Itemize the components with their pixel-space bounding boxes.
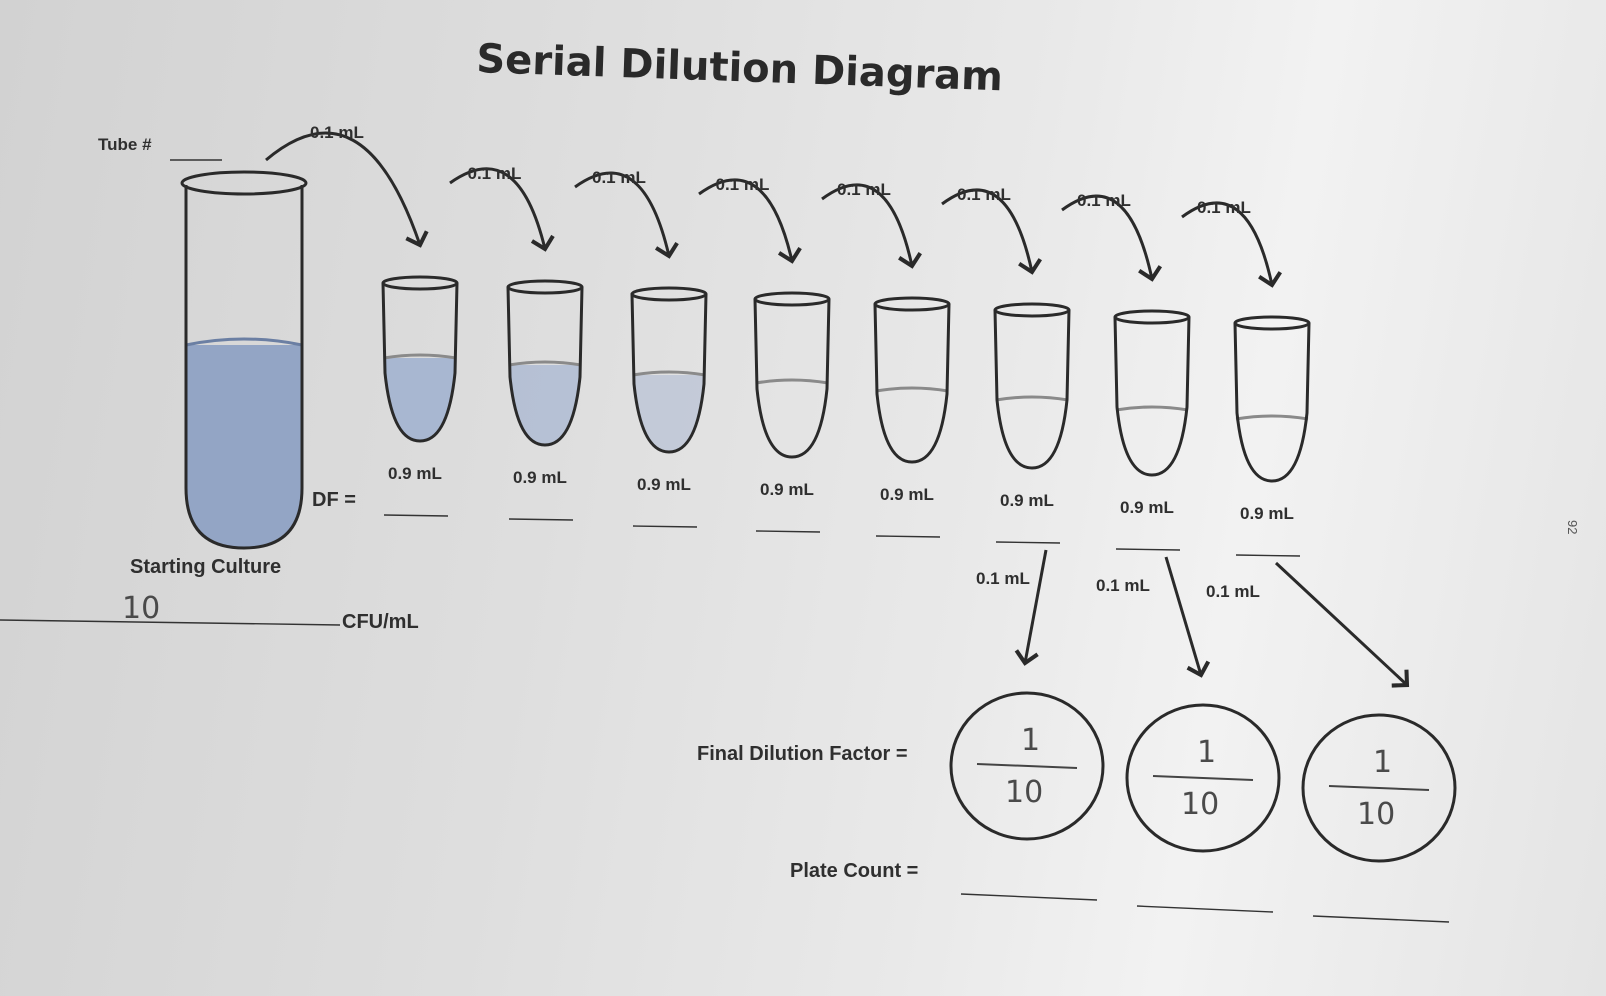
df-blank: [755, 530, 821, 533]
plating-volume-label: 0.1 mL: [1096, 576, 1150, 595]
starting-culture-tube: [180, 170, 308, 550]
transfer-volume-label: 0.1 mL: [837, 180, 891, 199]
dilution-tube-4: 0.9 mL 0.1 mL: [698, 175, 831, 533]
plate-2: 0.1 mL 1 10: [1096, 556, 1281, 913]
df-blank: [875, 535, 941, 538]
transfer-arrow: [449, 167, 555, 252]
transfer-volume-label: 0.1 mL: [592, 168, 646, 187]
transfer-arrow: [574, 171, 679, 259]
df-blank: [508, 518, 574, 521]
diluent-volume-label: 0.9 mL: [1000, 491, 1054, 510]
dilution-tube-5: 0.9 mL 0.1 mL: [821, 180, 951, 538]
dilution-denominator: 10: [1005, 775, 1043, 810]
diluent-volume-label: 0.9 mL: [388, 464, 442, 483]
plating-volume-label: 0.1 mL: [1206, 582, 1260, 601]
dilution-denominator: 10: [1181, 787, 1219, 822]
plating-arrow: [1014, 549, 1048, 666]
petri-dish: [1301, 713, 1457, 863]
transfer-arrow: [821, 183, 922, 269]
dilution-denominator: 10: [1357, 797, 1395, 832]
dilution-tube-6: 0.9 mL 0.1 mL: [941, 185, 1071, 544]
df-blank: [1235, 554, 1301, 557]
cfu-unit-label: CFU/mL: [342, 611, 419, 633]
petri-dish: [949, 691, 1105, 841]
starting-culture-value: 10: [122, 591, 160, 626]
transfer-arrow: [941, 188, 1042, 275]
plates: 0.1 mL 1 10 0.1 mL 1 10 0.1 mL 1 10: [949, 549, 1457, 923]
transfer-volume-label: 0.1 mL: [716, 175, 770, 194]
starting-culture-blank: [0, 619, 341, 626]
tube-number-label: Tube #: [98, 135, 152, 154]
transfer-arrow: [265, 131, 429, 248]
dilution-tube-1: 0.9 mL 0.1 mL: [265, 123, 459, 517]
starting-culture-label: Starting Culture: [130, 556, 281, 578]
diluent-volume-label: 0.9 mL: [760, 480, 814, 499]
page-number: 92: [1565, 520, 1580, 534]
transfer-volume-label: 0.1 mL: [468, 164, 522, 183]
dilution-tube-8: 0.9 mL 0.1 mL: [1181, 198, 1311, 557]
plate-3: 0.1 mL 1 10: [1206, 561, 1457, 923]
plating-arrow: [1274, 561, 1410, 688]
diluent-volume-label: 0.9 mL: [513, 468, 567, 487]
dilution-tube-3: 0.9 mL 0.1 mL: [574, 168, 708, 528]
transfer-arrow: [1061, 194, 1163, 282]
plating-volume-label: 0.1 mL: [976, 569, 1030, 588]
dilution-tube-7: 0.9 mL 0.1 mL: [1061, 191, 1191, 551]
dilution-tubes: 0.9 mL0.1 mL0.9 mL0.1 mL0.9 mL0.1 mL0.9 …: [265, 123, 1311, 557]
culture-liquid: [186, 345, 302, 548]
df-blank: [1115, 548, 1181, 551]
diluent-volume-label: 0.9 mL: [1120, 498, 1174, 517]
dilution-numerator: 1: [1373, 745, 1392, 780]
petri-dish: [1125, 703, 1281, 853]
diluent-volume-label: 0.9 mL: [1240, 504, 1294, 523]
diluent-volume-label: 0.9 mL: [880, 485, 934, 504]
transfer-arrow: [698, 178, 802, 264]
dilution-numerator: 1: [1197, 735, 1216, 770]
df-label: DF =: [312, 489, 356, 511]
diluent-volume-label: 0.9 mL: [637, 475, 691, 494]
df-blank: [383, 514, 449, 517]
tube-liquid: [633, 375, 705, 452]
plate-count-blank: [960, 893, 1098, 901]
df-blank: [995, 541, 1061, 544]
plate-count-label: Plate Count =: [790, 860, 918, 882]
dilution-numerator: 1: [1021, 723, 1040, 758]
plating-arrow: [1164, 556, 1211, 678]
final-dilution-factor-label: Final Dilution Factor =: [697, 743, 908, 765]
plate-count-blank: [1136, 905, 1274, 913]
df-blank: [632, 525, 698, 528]
transfer-volume-label: 0.1 mL: [310, 123, 364, 142]
fraction-bar: [976, 763, 1078, 769]
transfer-volume-label: 0.1 mL: [957, 185, 1011, 204]
dilution-tube-2: 0.9 mL 0.1 mL: [449, 164, 584, 521]
fraction-bar: [1328, 785, 1430, 791]
fraction-bar: [1152, 775, 1254, 781]
plate-1: 0.1 mL 1 10: [949, 549, 1105, 901]
plate-count-blank: [1312, 915, 1450, 923]
transfer-arrow: [1181, 201, 1282, 288]
transfer-volume-label: 0.1 mL: [1077, 191, 1131, 210]
diagram-title: Serial Dilution Diagram: [476, 36, 1004, 100]
tube-liquid: [509, 365, 581, 445]
transfer-volume-label: 0.1 mL: [1197, 198, 1251, 217]
tube-liquid: [384, 358, 456, 441]
